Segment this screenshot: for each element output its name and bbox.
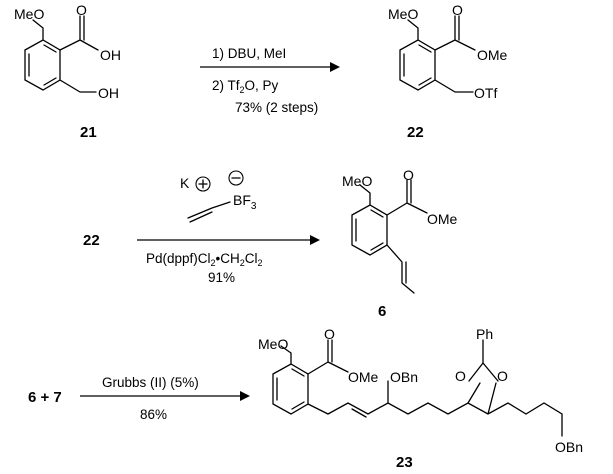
compound-6-ring — [351, 204, 388, 256]
phenol-oh-label: OH — [98, 85, 119, 101]
step1-conditions: 1) DBU, MeI 2) Tf2O, Py 73% (2 steps) — [212, 46, 318, 115]
acid-oh-label: OH — [100, 47, 121, 63]
benzyl-ether-2-label: OBn — [555, 439, 583, 455]
ester-label: OMe — [427, 211, 458, 227]
compound-21-label: 21 — [80, 124, 97, 141]
compound-23-ring — [272, 363, 309, 415]
methoxy-label: MeO — [258, 336, 288, 352]
compound-23-label: 23 — [396, 454, 413, 471]
ester-label: OMe — [348, 369, 379, 385]
step2-yield: 91% — [208, 270, 235, 285]
vinyl-bonds — [187, 201, 231, 223]
compound-23-chain-bonds — [327, 380, 563, 437]
step1-arrow — [200, 62, 340, 72]
compound-6: MeO O OMe 6 — [342, 167, 458, 320]
plus-charge-icon — [195, 176, 211, 192]
phenyl-label: Ph — [476, 326, 493, 342]
ester-label: OMe — [477, 47, 508, 63]
minus-charge-icon — [228, 170, 244, 186]
carbonyl-o-label: O — [324, 326, 335, 342]
catalyst-label: Pd(dppf)Cl2•CH2Cl2 — [146, 251, 263, 268]
vinyl-trifluoroborate: K BF3 — [180, 170, 257, 223]
compound-22-bonds — [407, 15, 476, 93]
step2-conditions: Pd(dppf)Cl2•CH2Cl2 91% — [146, 251, 263, 285]
step3-arrow — [80, 391, 250, 401]
ring-o-left-label: O — [455, 368, 466, 384]
compound-6-label: 6 — [378, 303, 386, 320]
compound-6-bonds — [359, 179, 428, 294]
carbonyl-o-label: O — [76, 2, 87, 18]
condition-2: 2) Tf2O, Py — [212, 78, 279, 95]
condition-1: 1) DBU, MeI — [212, 46, 286, 61]
ring-o-right-label: O — [497, 368, 508, 384]
compound-22-label: 22 — [407, 124, 424, 141]
carbonyl-o-label: O — [403, 167, 414, 183]
grubbs-catalyst-label: Grubbs (II) (5%) — [102, 375, 199, 390]
compound-22-reactant-label: 22 — [83, 232, 100, 249]
compound-21: MeO O OH OH 21 — [14, 2, 121, 141]
potassium-label: K — [180, 175, 190, 191]
benzyl-ether-1-label: OBn — [390, 369, 418, 385]
compound-21-bonds — [32, 15, 99, 93]
dioxane-bonds — [468, 361, 499, 382]
step3-yield: 86% — [140, 407, 167, 422]
compound-22: MeO O OMe OTf 22 — [388, 2, 508, 141]
reactants-label: 6 + 7 — [28, 389, 62, 406]
methoxy-label: MeO — [388, 6, 418, 22]
boron-label: BF3 — [233, 192, 257, 212]
step1-yield: 73% (2 steps) — [235, 100, 318, 115]
compound-23: MeO O OMe OBn O O Ph OBn 23 — [258, 326, 583, 471]
compound-23-core-bonds — [280, 339, 349, 415]
methoxy-label: MeO — [342, 173, 372, 189]
compound-21-ring — [24, 39, 61, 91]
methoxy-label: MeO — [14, 6, 44, 22]
triflate-label: OTf — [474, 85, 497, 101]
step3-conditions: Grubbs (II) (5%) 86% — [102, 375, 199, 422]
step2-arrow — [137, 235, 320, 245]
compound-22-ring — [399, 39, 436, 91]
carbonyl-o-label: O — [452, 2, 463, 18]
